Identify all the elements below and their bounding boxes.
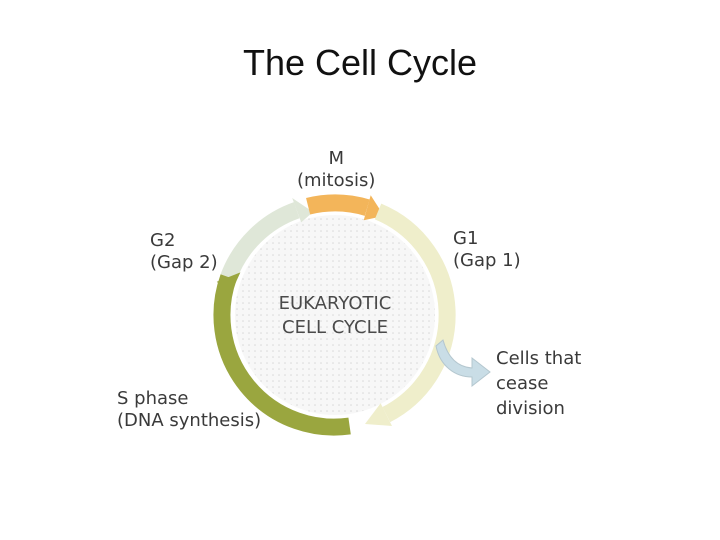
g2-phase-name: G2 xyxy=(150,230,176,251)
g2-arrowhead xyxy=(292,198,313,223)
center-disc xyxy=(235,215,435,415)
s-arc xyxy=(213,274,351,436)
g1-arc xyxy=(374,203,456,423)
center-label-line1: EUKARYOTIC xyxy=(278,293,392,314)
m-phase-name: M xyxy=(328,148,344,169)
g2-arc xyxy=(220,202,300,281)
g1-phase-label: G1 (Gap 1) xyxy=(453,228,521,272)
m-phase-label: M (mitosis) xyxy=(297,148,375,192)
g2-phase-label: G2 (Gap 2) xyxy=(150,230,218,274)
exit-arrow xyxy=(435,339,491,388)
g1-phase-desc: (Gap 1) xyxy=(453,250,521,271)
m-arc xyxy=(306,194,370,216)
center-label: EUKARYOTIC CELL CYCLE xyxy=(255,292,415,340)
exit-label-line2: cease xyxy=(496,373,549,394)
g1-phase-name: G1 xyxy=(453,228,479,249)
s-arrowhead xyxy=(216,272,241,295)
exit-label-line1: Cells that xyxy=(496,348,582,369)
g2-phase-desc: (Gap 2) xyxy=(150,252,218,273)
center-label-line2: CELL CYCLE xyxy=(282,317,388,338)
s-phase-desc: (DNA synthesis) xyxy=(117,410,262,431)
s-phase-label: S phase (DNA synthesis) xyxy=(117,388,261,432)
slide-title: The Cell Cycle xyxy=(242,42,478,83)
exit-label: Cells that cease division xyxy=(496,346,581,421)
exit-label-line3: division xyxy=(496,398,565,419)
s-phase-name: S phase xyxy=(117,388,189,409)
g1-arrowhead xyxy=(365,403,392,426)
m-phase-desc: (mitosis) xyxy=(297,170,376,191)
